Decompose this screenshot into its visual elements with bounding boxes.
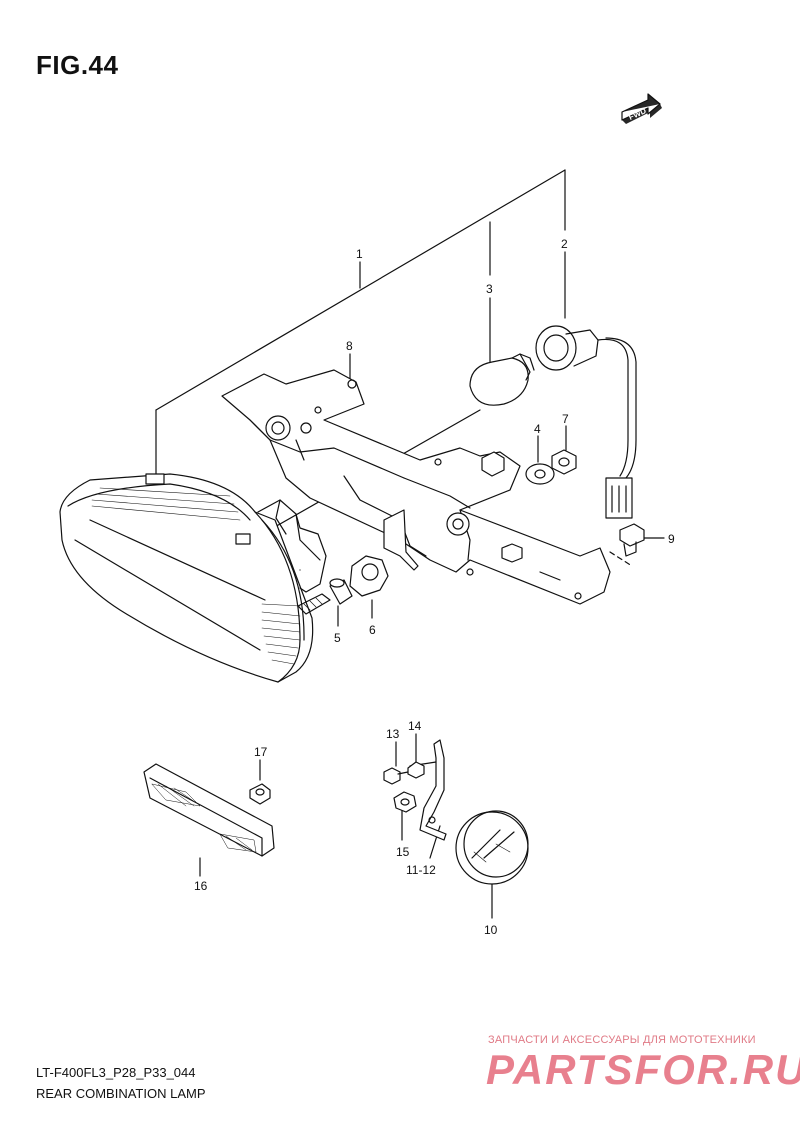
bulb — [469, 353, 535, 406]
screw — [383, 767, 409, 785]
callout-9: 9 — [668, 532, 675, 546]
callout-15: 15 — [396, 845, 410, 859]
lamp-bracket — [221, 369, 611, 605]
callout-10: 10 — [484, 923, 498, 937]
rectangular-reflector — [143, 763, 275, 857]
nut — [551, 449, 577, 475]
callout-16: 16 — [194, 879, 208, 893]
callout-17: 17 — [254, 745, 268, 759]
diagram-code: LT-F400FL3_P28_P33_044 — [36, 1065, 196, 1080]
spacer — [329, 578, 353, 605]
round-reflector — [455, 810, 529, 885]
callout-4: 4 — [534, 422, 541, 436]
callout-8: 8 — [346, 339, 353, 353]
callout-2: 2 — [561, 237, 568, 251]
figure-title: FIG.44 — [36, 50, 119, 80]
callout-6: 6 — [369, 623, 376, 637]
tail-lamp-housing — [59, 473, 331, 683]
callout-13: 13 — [386, 727, 400, 741]
bracket-nut — [407, 761, 425, 779]
watermark-logo: PARTSFOR.RU — [486, 1046, 800, 1093]
washer — [525, 463, 555, 485]
callout-1: 1 — [356, 247, 363, 261]
reflector-nut — [249, 783, 271, 805]
callout-3: 3 — [486, 282, 493, 296]
fwd-arrow-icon — [621, 93, 662, 124]
callout-7: 7 — [562, 412, 569, 426]
lock-nut — [349, 555, 389, 597]
callout-14: 14 — [408, 719, 422, 733]
bolt — [619, 523, 645, 557]
diagram-caption: REAR COMBINATION LAMP — [36, 1086, 206, 1101]
callout-5: 5 — [334, 631, 341, 645]
watermark-tagline: ЗАПЧАСТИ И АКСЕССУАРЫ ДЛЯ МОТОТЕХНИКИ — [488, 1034, 756, 1046]
bulb-socket-harness — [535, 325, 637, 519]
reflector-lock-nut — [393, 791, 417, 813]
callout-11-12: 11-12 — [406, 863, 436, 877]
